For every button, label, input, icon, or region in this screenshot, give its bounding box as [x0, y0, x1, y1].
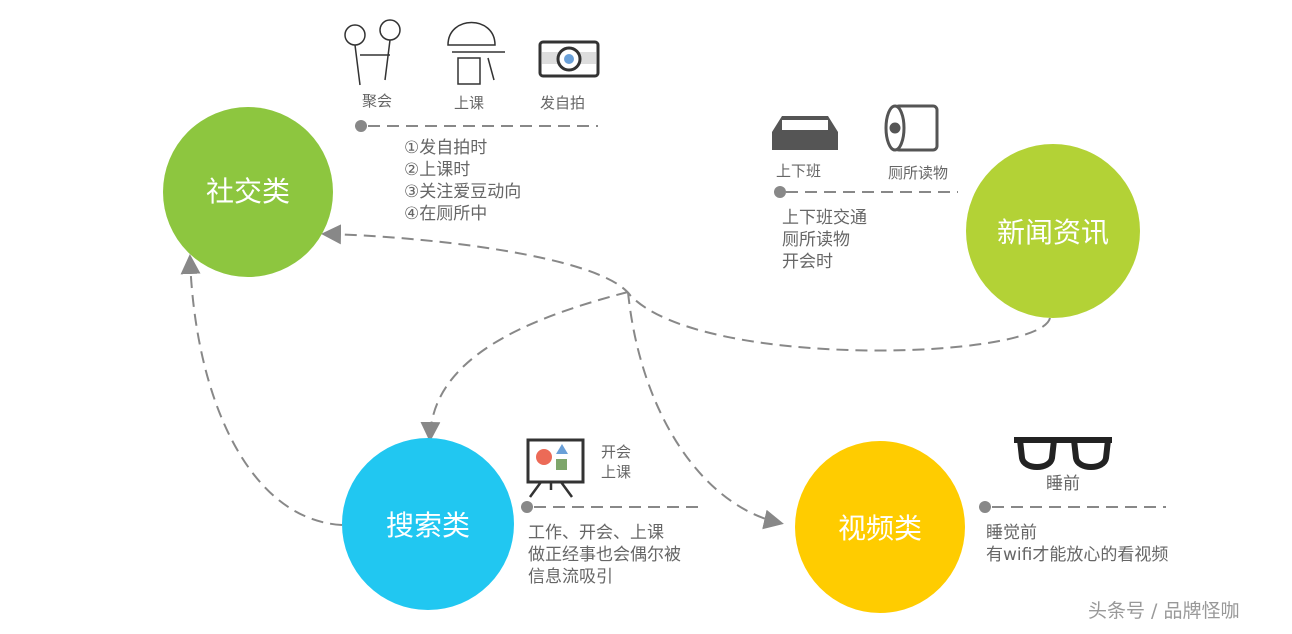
- social-circle: [163, 107, 333, 277]
- note: 厕所读物: [782, 230, 850, 250]
- note: 开会时: [782, 252, 833, 272]
- car-icon: [772, 116, 838, 150]
- watermark: 头条号 / 品牌怪咖: [1088, 600, 1240, 622]
- study-icon: [447, 21, 505, 85]
- news-circle: [966, 144, 1140, 318]
- note: 工作、开会、上课: [528, 523, 664, 543]
- icon-label-toilet: 厕所读物: [888, 164, 949, 182]
- note: ①发自拍时: [404, 138, 488, 158]
- note: ④在厕所中: [404, 204, 488, 224]
- icon-label-bedtime: 睡前: [1046, 474, 1080, 494]
- party-icon: [344, 19, 401, 86]
- video-label: 视频类: [837, 512, 923, 545]
- note: ③关注爱豆动向: [404, 182, 522, 202]
- note: 睡觉前: [986, 523, 1037, 543]
- icon-label-commute: 上下班: [776, 162, 822, 180]
- icon-label-selfie: 发自拍: [540, 94, 586, 112]
- note: 有wifi才能放心的看视频: [986, 545, 1169, 565]
- social-label: 社交类: [205, 175, 291, 208]
- video-notes: 睡觉前 有wifi才能放心的看视频: [986, 522, 1168, 566]
- note: 开会: [601, 443, 632, 461]
- arrow-to-video: [627, 291, 784, 530]
- note: ②上课时: [404, 160, 471, 180]
- news-label: 新闻资讯: [996, 216, 1110, 249]
- social-notes: ①发自拍时 ②上课时 ③关注爱豆动向 ④在厕所中: [404, 137, 521, 225]
- note: 做正经事也会偶尔被: [528, 545, 681, 565]
- note: 上下班交通: [782, 208, 867, 228]
- note: 上课: [601, 463, 632, 481]
- toilet-paper-icon: [884, 104, 939, 152]
- note: 信息流吸引: [528, 567, 613, 587]
- video-circle: [795, 441, 965, 613]
- icon-label-party: 聚会: [362, 92, 393, 110]
- camera-icon: [538, 40, 600, 78]
- presentation-icon: [526, 438, 585, 498]
- news-notes: 上下班交通 厕所读物 开会时: [782, 207, 867, 273]
- search-circle: [342, 438, 514, 610]
- arrow-news-to-social: [321, 224, 1051, 352]
- search-notes: 工作、开会、上课 做正经事也会偶尔被 信息流吸引: [528, 522, 681, 588]
- glasses-icon: [1014, 437, 1112, 470]
- arrow-to-search: [420, 291, 629, 442]
- search-label: 搜索类: [385, 509, 471, 542]
- icon-label-class: 上课: [454, 94, 485, 112]
- arrow-search-to-social: [180, 254, 343, 526]
- search-icon-label: 开会 上课: [601, 442, 631, 482]
